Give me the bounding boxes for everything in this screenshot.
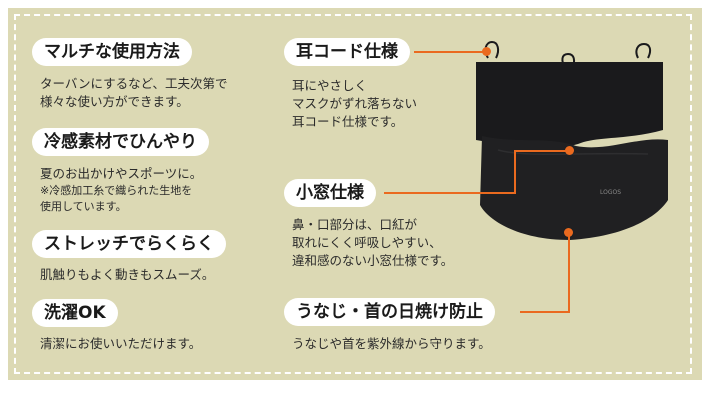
callout-line-uv-v bbox=[568, 232, 570, 313]
callout-dot-uv bbox=[564, 228, 573, 237]
feature-title-ear-cord: 耳コード仕様 bbox=[284, 38, 410, 66]
desc-line: 肌触りもよく動きもスムーズ。 bbox=[40, 267, 215, 282]
desc-line: ターバンにするなど、工夫次第で bbox=[40, 76, 228, 91]
desc-line: 様々な使い方ができます。 bbox=[40, 94, 189, 109]
desc-line: マスクがずれ落ちない bbox=[292, 96, 418, 111]
face-cover-product-image: LOGOS bbox=[476, 40, 668, 240]
callout-line-small-window-h bbox=[384, 192, 516, 194]
brand-logo-text: LOGOS bbox=[600, 189, 621, 196]
feature-desc-small-window: 鼻・口部分は、口紅が 取れにくく呼吸しやすい、 違和感のない小窓仕様です。 bbox=[292, 216, 453, 270]
desc-line: 耳にやさしく bbox=[292, 78, 368, 93]
callout-line-small-window-v bbox=[514, 150, 516, 194]
feature-title-multi-use: マルチな使用方法 bbox=[32, 38, 192, 66]
feature-desc-cooling: 夏のお出かけやスポーツに。 ※冷感加工糸で織られた生地を 使用しています。 bbox=[40, 165, 202, 215]
feature-desc-stretch: 肌触りもよく動きもスムーズ。 bbox=[40, 266, 214, 284]
desc-line: 鼻・口部分は、口紅が bbox=[292, 217, 418, 232]
callout-line-ear-cord bbox=[414, 51, 486, 53]
feature-title-stretch: ストレッチでらくらく bbox=[32, 230, 226, 258]
desc-line: 違和感のない小窓仕様です。 bbox=[292, 253, 454, 268]
feature-title-cooling: 冷感素材でひんやり bbox=[32, 128, 209, 156]
desc-note-line: 使用しています。 bbox=[40, 200, 127, 213]
feature-title-small-window: 小窓仕様 bbox=[284, 179, 376, 207]
feature-desc-uv-protection: うなじや首を紫外線から守ります。 bbox=[292, 335, 491, 353]
callout-line-uv-h bbox=[520, 311, 570, 313]
callout-dot-small-window bbox=[565, 146, 574, 155]
feature-desc-multi-use: ターバンにするなど、工夫次第で 様々な使い方ができます。 bbox=[40, 75, 228, 111]
feature-desc-ear-cord: 耳にやさしく マスクがずれ落ちない 耳コード仕様です。 bbox=[292, 77, 417, 131]
callout-line-small-window-h2 bbox=[514, 150, 569, 152]
desc-line: 耳コード仕様です。 bbox=[292, 114, 404, 129]
callout-dot-ear-cord bbox=[482, 47, 491, 56]
desc-line: 取れにくく呼吸しやすい、 bbox=[292, 235, 442, 250]
dashed-border bbox=[14, 14, 692, 374]
desc-note-line: ※冷感加工糸で織られた生地を bbox=[40, 184, 193, 197]
feature-title-uv-protection: うなじ・首の日焼け防止 bbox=[284, 298, 495, 326]
desc-line: 夏のお出かけやスポーツに。 bbox=[40, 166, 203, 181]
feature-title-washable: 洗濯OK bbox=[32, 299, 118, 327]
desc-line: 清潔にお使いいただけます。 bbox=[40, 336, 202, 351]
feature-desc-washable: 清潔にお使いいただけます。 bbox=[40, 335, 201, 353]
desc-line: うなじや首を紫外線から守ります。 bbox=[292, 336, 491, 351]
